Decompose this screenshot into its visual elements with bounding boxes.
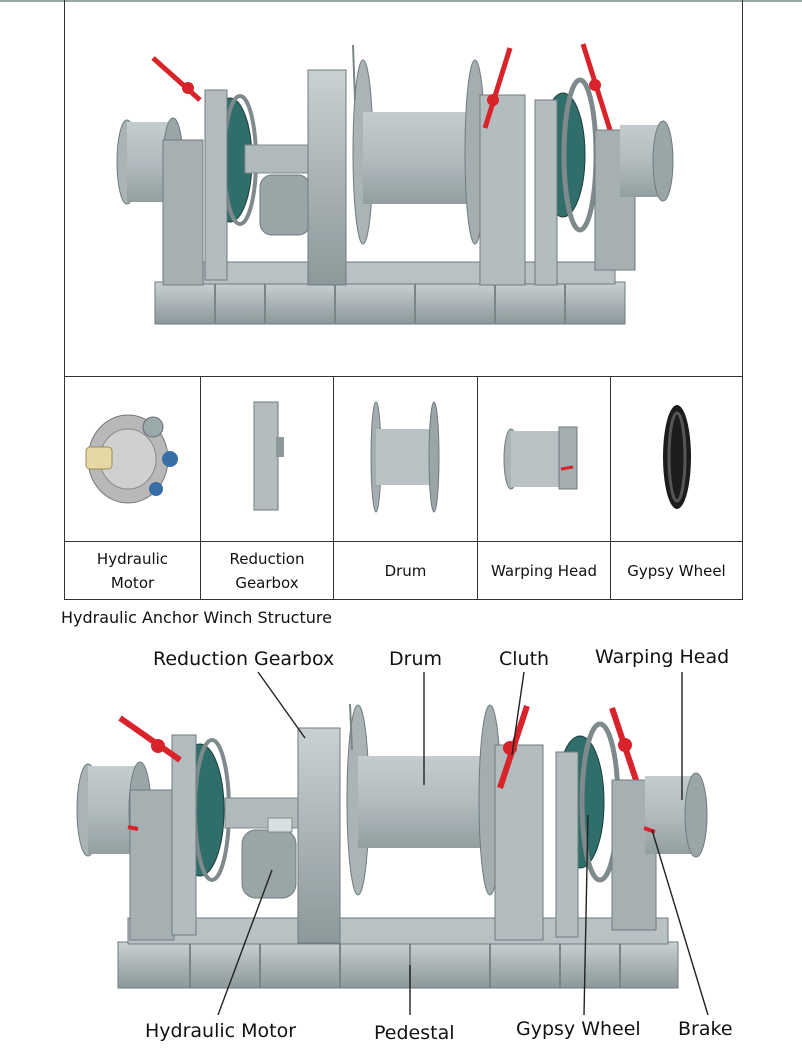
label-hydraulic-motor: Hydraulic Motor: [145, 1020, 297, 1042]
leader-clutch: [511, 671, 525, 756]
labeled-winch-diagram: Reduction Gearbox Drum Cluth Warping Hea…: [0, 630, 802, 1050]
component-label-reduction-gearbox: Reduction Gearbox: [200, 541, 334, 600]
drum-icon: [370, 401, 439, 513]
components-label-row: Hydraulic Motor Reduction Gearbox Drum W…: [64, 541, 743, 600]
label-brake: Brake: [678, 1018, 733, 1040]
figure-caption: Hydraulic Anchor Winch Structure: [61, 608, 332, 627]
leader-brake: [651, 829, 709, 1016]
leader-gypsy-wheel: [583, 814, 589, 1016]
top-rule: [0, 0, 802, 2]
winch-illustration-top: [116, 43, 674, 325]
components-image-row: [64, 376, 743, 542]
label-gypsy-wheel: Gypsy Wheel: [516, 1018, 641, 1040]
component-label-gypsy-wheel: Gypsy Wheel: [610, 541, 743, 600]
component-label-hydraulic-motor: Hydraulic Motor: [64, 541, 201, 600]
label-warping-head: Warping Head: [595, 646, 730, 668]
hydraulic-motor-icon: [85, 414, 178, 504]
component-label-drum: Drum: [333, 541, 478, 600]
component-label-warping-head: Warping Head: [477, 541, 611, 600]
components-table: Hydraulic Motor Reduction Gearbox Drum W…: [64, 376, 743, 600]
leader-reduction-gearbox: [257, 671, 306, 739]
component-cell-reduction-gearbox: [200, 376, 334, 542]
label-clutch: Cluth: [499, 648, 550, 670]
label-pedestal: Pedestal: [374, 1022, 455, 1044]
warping-head-icon: [503, 426, 578, 490]
component-cell-drum: [333, 376, 478, 542]
component-cell-gypsy-wheel: [610, 376, 743, 542]
component-cell-warping-head: [477, 376, 611, 542]
leader-hydraulic-motor: [217, 869, 273, 1016]
label-drum: Drum: [389, 648, 442, 670]
reduction-gearbox-icon: [253, 401, 284, 511]
label-reduction-gearbox: Reduction Gearbox: [153, 648, 335, 670]
winch-illustration-labeled: [76, 671, 709, 1016]
gypsy-wheel-icon: [662, 405, 691, 509]
component-cell-hydraulic-motor: [64, 376, 201, 542]
winch-photo-top: [64, 0, 743, 377]
